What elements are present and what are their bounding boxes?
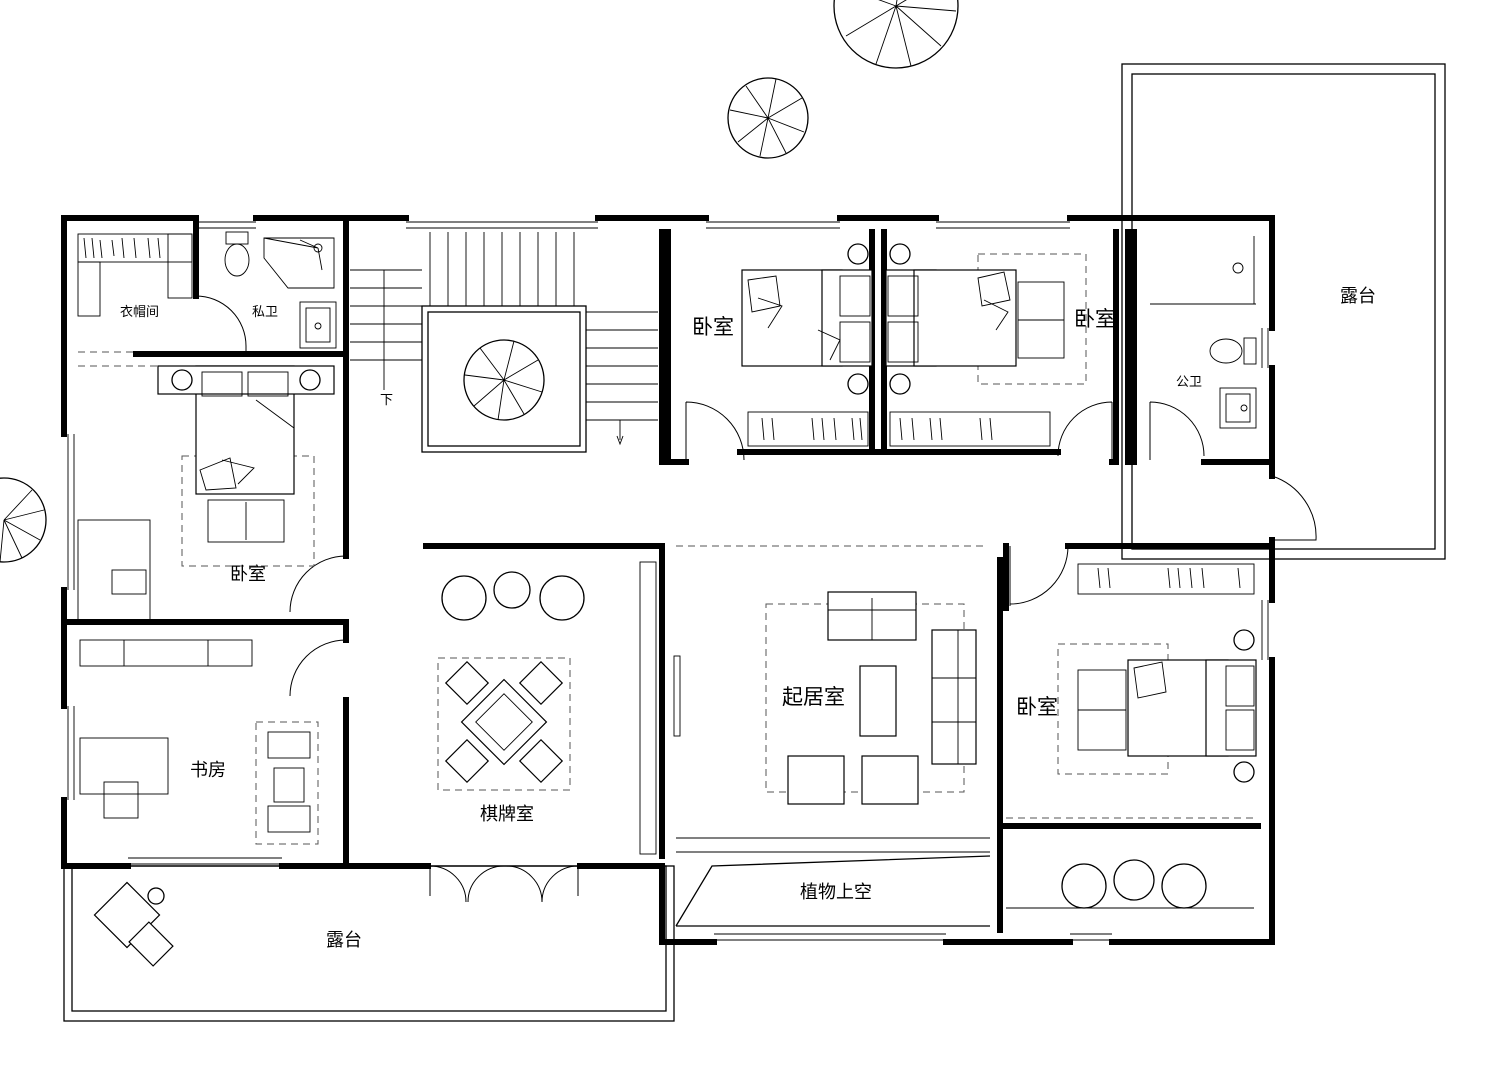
- tree-symbols: [0, 0, 959, 563]
- walls: [61, 215, 1275, 945]
- windows: [67, 221, 1269, 941]
- north-left-bedroom-furniture: [741, 243, 873, 447]
- tree-top-right: [833, 0, 959, 69]
- label-private-bath: 私卫: [252, 305, 278, 320]
- private-bath-fixtures: [224, 231, 337, 349]
- label-north-right-bedroom: 卧室: [1074, 307, 1116, 331]
- label-public-bath: 公卫: [1176, 375, 1202, 390]
- tree-left-edge: [0, 477, 47, 563]
- doors: [195, 295, 1317, 903]
- closet-furniture: [77, 233, 193, 317]
- living-room-furniture: [765, 591, 977, 805]
- chess-room-furniture: [437, 561, 681, 855]
- label-study: 书房: [190, 760, 226, 781]
- north-right-bedroom-furniture: [885, 243, 1087, 447]
- label-chess-room: 棋牌室: [480, 804, 534, 825]
- label-living-room: 起居室: [782, 685, 845, 709]
- label-stair-down: 下: [380, 393, 393, 408]
- terrace-outlines: [63, 63, 1446, 1022]
- east-bedroom-furniture: [1057, 563, 1257, 909]
- room-labels: 衣帽间 私卫 卧室 下 卧室 卧室 公卫 露台 书房 棋牌室 起居室 卧室 植物…: [120, 286, 1376, 951]
- staircase: [350, 232, 658, 453]
- label-north-left-bedroom: 卧室: [692, 315, 734, 339]
- label-walk-in-closet: 衣帽间: [120, 304, 159, 320]
- study-furniture: [79, 639, 319, 845]
- label-south-terrace: 露台: [326, 930, 362, 951]
- label-east-bedroom: 卧室: [1016, 695, 1058, 719]
- south-terrace-furniture: [93, 881, 174, 967]
- tree-top-center: [727, 77, 809, 159]
- label-master-bedroom: 卧室: [230, 564, 266, 585]
- master-bedroom-furniture: [77, 365, 335, 621]
- label-east-terrace: 露台: [1340, 286, 1376, 307]
- plant-void-outline: [675, 855, 991, 927]
- tree-courtyard: [463, 339, 545, 421]
- public-bath-fixtures: [1150, 236, 1257, 429]
- label-plant-void: 植物上空: [800, 882, 872, 903]
